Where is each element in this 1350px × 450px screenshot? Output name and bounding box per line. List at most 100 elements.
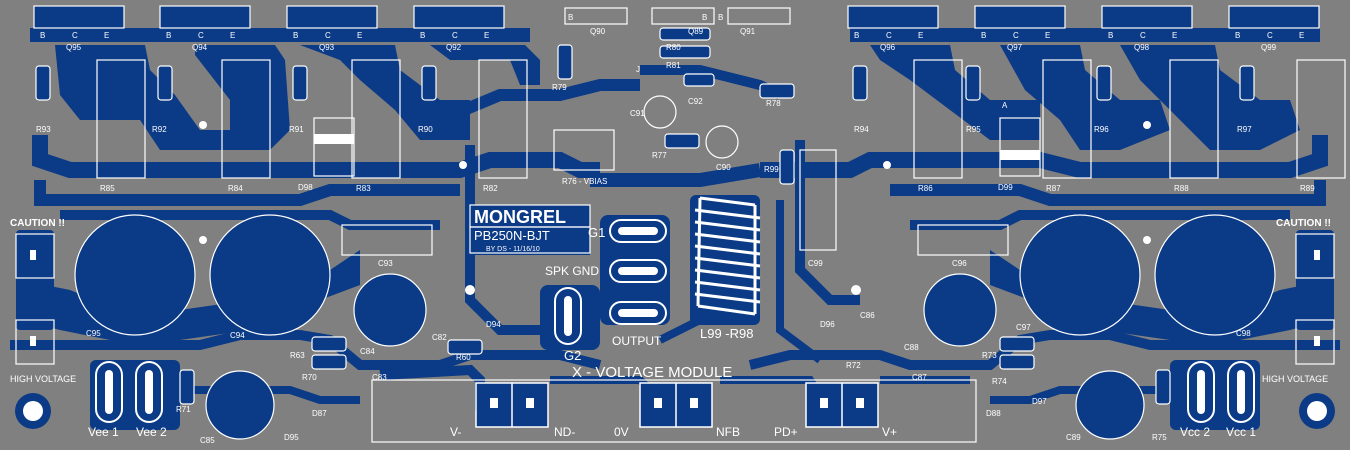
pin-label: B [166, 31, 171, 40]
transistor-ref: Q89 [688, 27, 704, 36]
fuse-label: Vcc 2 [1180, 425, 1210, 439]
pin-label: B [718, 13, 723, 22]
connector-label: 0V [614, 425, 629, 439]
pin-label: B [40, 31, 45, 40]
fuse-label: Vcc 1 [1226, 425, 1256, 439]
component-ref: R76 - VBIAS [562, 177, 607, 186]
fuse-labels: Vee 1 Vee 2 Vcc 2 Vcc 1 [88, 425, 1256, 439]
driver-transistor-labels: B Q90 B Q89 B Q91 [568, 13, 756, 36]
pin-label: C [198, 31, 204, 40]
component-ref: R63 [290, 351, 305, 360]
resistor-ref: R96 [1094, 125, 1109, 134]
resistor-ref: R86 [918, 184, 933, 193]
inductor-ref: L99 -R98 [700, 326, 753, 341]
component-ref: C85 [200, 436, 215, 445]
terminal-label: G2 [564, 348, 581, 363]
pin-label: E [918, 31, 923, 40]
pin-label: C [1267, 31, 1273, 40]
component-ref: R73 [982, 351, 997, 360]
component-ref: C82 [432, 333, 447, 342]
resistor-ref: R92 [152, 125, 167, 134]
resistor-ref: R88 [1174, 184, 1189, 193]
warning-labels: CAUTION !! CAUTION !! HIGH VOLTAGE HIGH … [10, 218, 1331, 384]
resistor-ref: R85 [100, 184, 115, 193]
board-credit: BY DS - 11/16/10 [486, 246, 540, 253]
connector-label: ND- [554, 425, 575, 439]
connector-label: V+ [882, 425, 897, 439]
component-ref: C87 [912, 373, 927, 382]
connector-label: NFB [716, 425, 740, 439]
component-ref: C84 [360, 347, 375, 356]
component-ref: C90 [716, 163, 731, 172]
fuse-label: Vee 1 [88, 425, 119, 439]
module-title: X - VOLTAGE MODULE [572, 364, 732, 381]
pin-label: E [1045, 31, 1050, 40]
anode-marker: A [1002, 101, 1008, 110]
component-ref: C96 [952, 259, 967, 268]
component-ref: D95 [284, 433, 299, 442]
pin-label: B [420, 31, 425, 40]
component-ref: C94 [230, 331, 245, 340]
title-block: MONGREL PB250N-BJT BY DS - 11/16/10 X - … [474, 207, 732, 381]
pin-label: E [104, 31, 109, 40]
component-ref: C99 [808, 259, 823, 268]
pin-label: B [1108, 31, 1113, 40]
terminal-label: SPK GND [545, 264, 599, 278]
board-model: PB250N-BJT [474, 228, 550, 243]
component-ref: R77 [652, 151, 667, 160]
transistor-ref: Q91 [740, 27, 756, 36]
pin-label: B [854, 31, 859, 40]
connector-label: PD+ [774, 425, 798, 439]
component-ref: R80 [666, 43, 681, 52]
transistor-ref: Q98 [1134, 43, 1150, 52]
resistor-ref: R83 [356, 184, 371, 193]
transistor-ref: Q94 [192, 43, 208, 52]
terminal-lugs [95, 219, 1255, 423]
pin-label: B [1235, 31, 1240, 40]
transistor-ref: Q92 [446, 43, 462, 52]
resistor-ref: R91 [289, 125, 304, 134]
bottom-connectors [475, 382, 879, 428]
pin-label: B [702, 13, 707, 22]
component-ref: C93 [378, 259, 393, 268]
component-ref: C88 [904, 343, 919, 352]
pin-label: E [1299, 31, 1304, 40]
connector-labels: V- ND- 0V NFB PD+ V+ [450, 425, 897, 439]
component-ref: D99 [998, 183, 1013, 192]
high-voltage-label: HIGH VOLTAGE [1262, 374, 1328, 384]
component-ref: C89 [1066, 433, 1081, 442]
resistor-ref: R87 [1046, 184, 1061, 193]
component-ref: R71 [176, 405, 191, 414]
resistor-ref: R97 [1237, 125, 1252, 134]
fuse-label: Vee 2 [136, 425, 167, 439]
resistor-ref: R90 [418, 125, 433, 134]
connector-pins [30, 250, 1320, 408]
transistor-ref: Q93 [319, 43, 335, 52]
component-ref: R75 [1152, 433, 1167, 442]
pin-label: C [72, 31, 78, 40]
pad-layer [23, 121, 1327, 421]
component-ref: C98 [1236, 329, 1251, 338]
component-labels: R80 R81 C92 R78 C91 R77 C90 R99 R76 - VB… [86, 43, 1251, 445]
component-ref: R60 [456, 353, 471, 362]
pin-label: E [230, 31, 235, 40]
pin-label: E [1172, 31, 1177, 40]
pin-label: C [1013, 31, 1019, 40]
pin-label: C [325, 31, 331, 40]
component-ref: R70 [302, 373, 317, 382]
component-ref: D94 [486, 320, 501, 329]
caution-label: CAUTION !! [1276, 218, 1331, 229]
pin-label: B [568, 13, 573, 22]
component-ref: D97 [1032, 397, 1047, 406]
transistor-ref: Q97 [1007, 43, 1023, 52]
board-name: MONGREL [474, 207, 566, 227]
component-ref: C92 [688, 97, 703, 106]
caution-label: CAUTION !! [10, 218, 65, 229]
component-ref: R74 [992, 377, 1007, 386]
component-ref: R81 [666, 61, 681, 70]
component-ref: C86 [860, 311, 875, 320]
component-ref: C97 [1016, 323, 1031, 332]
terminal-label: G1 [588, 225, 605, 240]
